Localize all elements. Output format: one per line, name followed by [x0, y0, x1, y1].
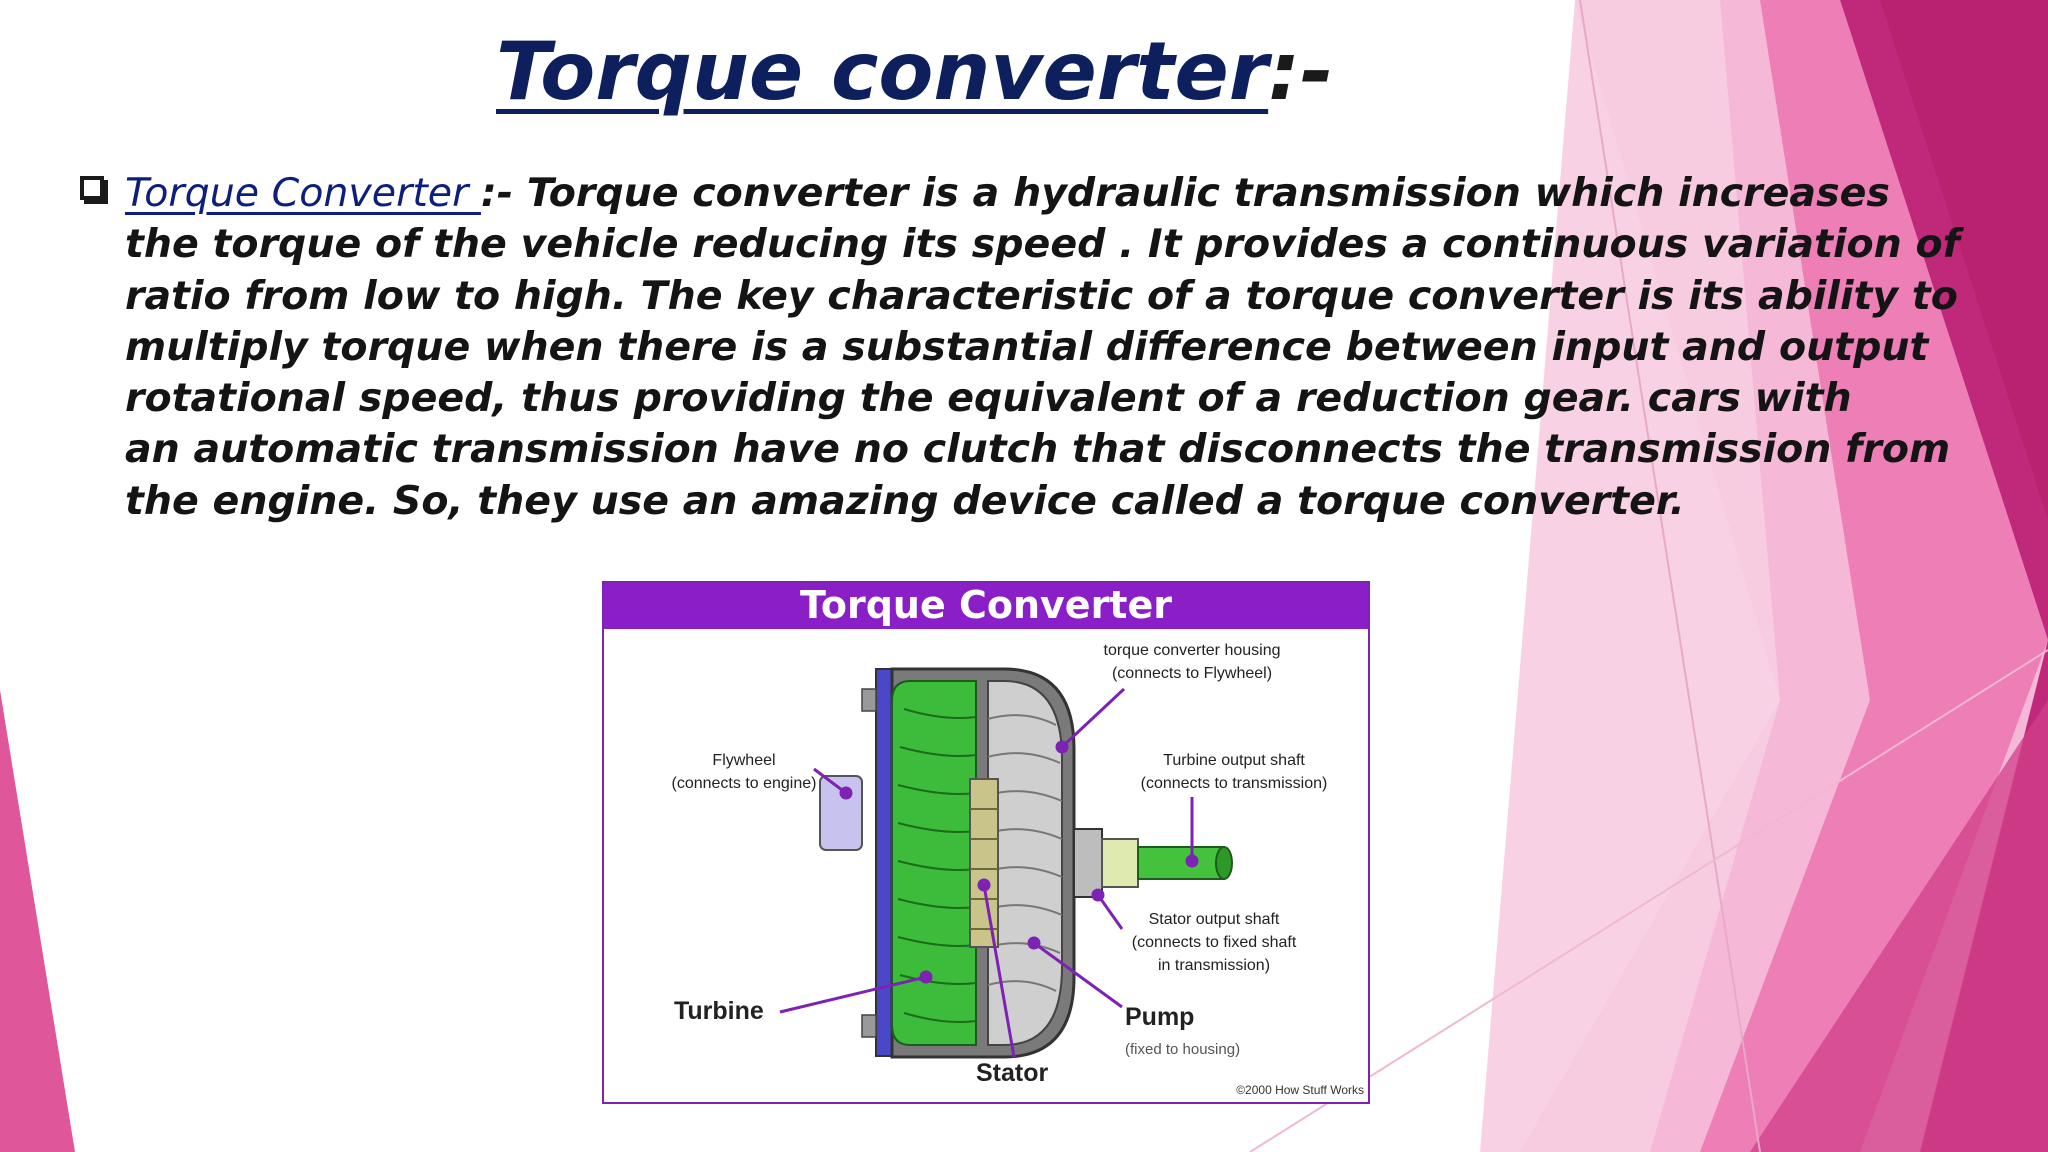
stator-output-shaft — [1073, 828, 1103, 898]
bullet-line: the engine. So, they use an amazing devi… — [125, 477, 1685, 524]
label-flywheel-line2: (connects to engine) — [671, 775, 817, 792]
label-flywheel-line1: Flywheel — [712, 752, 776, 769]
stator-fins — [970, 808, 998, 930]
page-title-main: Torque converter — [496, 25, 1269, 118]
label-stator-shaft-line3: in transmission) — [1157, 957, 1271, 974]
bullet-term: Torque Converter — [125, 170, 481, 216]
bg-thin-line — [1579, 0, 1761, 1152]
page-title-suffix: :- — [1268, 25, 1334, 118]
label-turbine-shaft-line2: (connects to transmission) — [1140, 775, 1328, 792]
checkbox-bullet-icon — [80, 176, 104, 200]
flywheel-plate — [875, 668, 893, 1057]
label-pump: Pump — [1125, 1003, 1195, 1031]
label-stator-output-shaft: Stator output shaft (connects to fixed s… — [1104, 908, 1324, 977]
page-title: Torque converter:- — [496, 22, 1333, 122]
label-stator-shaft-line1: Stator output shaft — [1148, 911, 1280, 928]
label-turbine: Turbine — [674, 997, 764, 1025]
pump-body — [987, 680, 1063, 1046]
bullet-line: the torque of the vehicle reducing its s… — [125, 221, 1960, 268]
flywheel-bolt-top — [861, 688, 877, 712]
bullet-line: Torque Converter :- Torque converter is … — [125, 168, 1890, 219]
turbine-output-shaft — [1137, 846, 1225, 880]
label-stator-shaft-line2: (connects to fixed shaft — [1131, 934, 1297, 951]
bg-thin-line-2 — [1249, 649, 2048, 1152]
label-turbine-shaft-line1: Turbine output shaft — [1163, 752, 1305, 769]
bullet-line: rotational speed, thus providing the equ… — [125, 375, 1852, 422]
label-housing-line1: torque converter housing — [1103, 642, 1281, 659]
diagram-header: Torque Converter — [604, 583, 1368, 629]
bullet-separator: :- — [480, 170, 527, 216]
bg-right-pale-shape — [1480, 0, 1780, 1152]
label-flywheel: Flywheel (connects to engine) — [654, 749, 834, 795]
torque-converter-diagram: Torque Converter — [602, 581, 1370, 1104]
bullet-line-text: Torque converter is a hydraulic transmis… — [526, 170, 1890, 216]
bullet-line: multiply torque when there is a substant… — [125, 323, 1929, 370]
label-stator: Stator — [976, 1059, 1049, 1087]
label-housing: torque converter housing (connects to Fl… — [1072, 639, 1312, 685]
copyright-text: ©2000 How Stuff Works — [1236, 1083, 1364, 1097]
label-housing-line2: (connects to Flywheel) — [1111, 665, 1273, 682]
flywheel-bolt-bottom — [861, 1014, 877, 1038]
label-pump-note: (fixed to housing) — [1125, 1041, 1241, 1058]
bg-left-shape — [0, 690, 75, 1152]
leader-lines — [779, 687, 1199, 1058]
diagram-drawing — [779, 667, 1233, 1059]
bg-bottom-right-shape — [1750, 700, 2048, 1152]
turbine-output-shaft-collar — [1101, 838, 1139, 888]
turbine-body — [891, 680, 977, 1046]
stator-core — [969, 778, 999, 948]
bullet-line: ratio from low to high. The key characte… — [125, 272, 1958, 319]
label-turbine-output-shaft: Turbine output shaft (connects to transm… — [1114, 749, 1354, 795]
bg-right-strip — [1880, 0, 2048, 520]
bullet-line: an automatic transmission have no clutch… — [125, 426, 1951, 473]
bullet-paragraph: Torque Converter :- Torque converter is … — [125, 168, 1960, 527]
turbine-output-shaft-end — [1215, 846, 1233, 880]
